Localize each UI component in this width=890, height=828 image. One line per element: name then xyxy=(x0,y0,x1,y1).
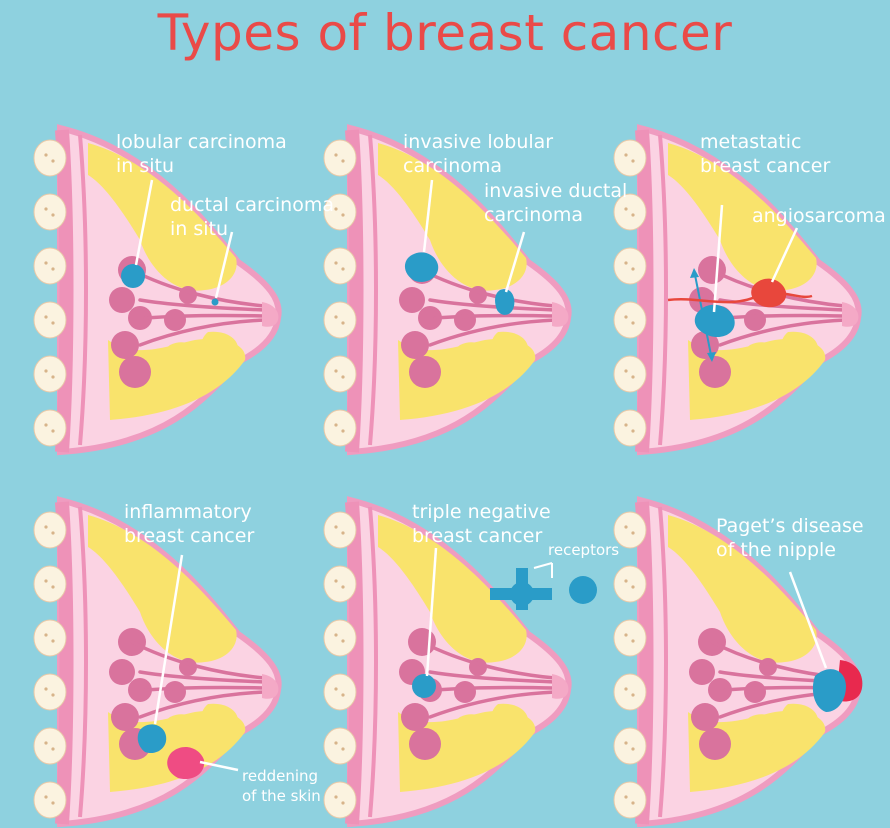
reddening-of-skin xyxy=(167,746,205,780)
label-receptors: receptors xyxy=(548,541,620,559)
metastatic-tumor xyxy=(694,304,735,338)
label-angiosarcoma: angiosarcoma xyxy=(752,205,886,227)
inflammatory-tumor xyxy=(137,724,167,754)
angiosarcoma-tumor xyxy=(751,278,787,308)
dcis-tumor xyxy=(211,298,219,306)
idc-tumor xyxy=(495,289,515,315)
ilc-tumor xyxy=(404,252,439,282)
breast-panel-5 xyxy=(324,500,569,824)
receptor-icon xyxy=(490,568,552,610)
page-title: Types of breast cancer xyxy=(157,4,733,62)
lcis-tumor xyxy=(121,264,145,288)
paget-tumor xyxy=(812,669,846,712)
receptor-dot-icon xyxy=(569,576,597,604)
triple-negative-tumor xyxy=(412,674,436,698)
